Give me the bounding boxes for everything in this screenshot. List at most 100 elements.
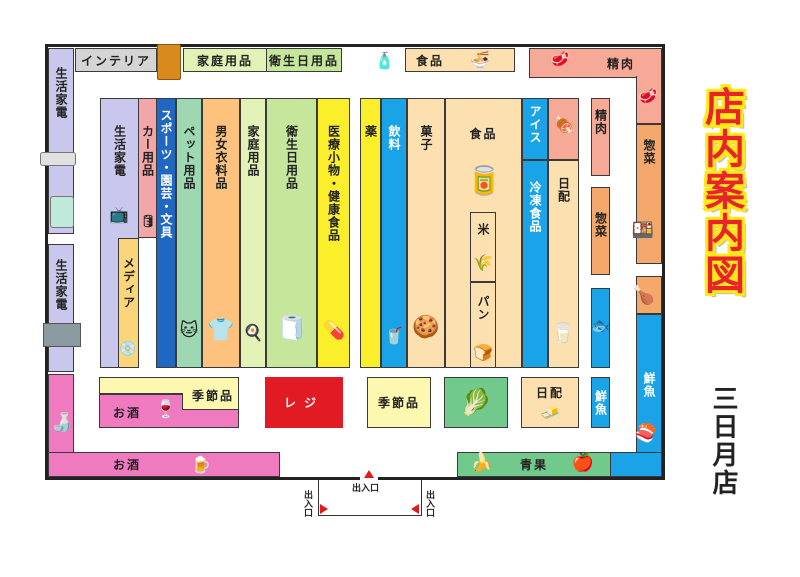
sake-bottles-icon: 🍶 xyxy=(50,411,74,433)
aisle-medicine[interactable]: 薬 xyxy=(360,98,381,368)
entrance-arrow-right-icon xyxy=(320,504,328,514)
aisle-fish-island[interactable] xyxy=(591,288,610,368)
section-label: 惣菜 xyxy=(593,212,608,238)
aisle-frozen-food[interactable]: 冷凍食品 xyxy=(522,160,548,368)
section-label: 菓子 xyxy=(419,125,433,151)
island-fish[interactable]: 鮮魚 xyxy=(591,377,610,428)
entrance-label-main[interactable]: 出入口 xyxy=(352,484,380,494)
ham-sausage-icon: 🍖 xyxy=(554,114,574,134)
island-vegetables[interactable] xyxy=(444,377,508,428)
apple-orange-icon: 🍎 xyxy=(571,451,595,473)
section-label: 生活家電 xyxy=(112,125,127,177)
meat-tray-icon: 🥩 xyxy=(638,86,658,106)
section-fish-right[interactable]: 鮮魚 xyxy=(636,314,662,456)
section-label: 青果 xyxy=(519,458,548,472)
aisle-rice[interactable]: 米 xyxy=(470,212,496,282)
section-label: 男女衣料品 xyxy=(214,125,228,190)
entrance-label-left[interactable]: 出入口 xyxy=(302,490,312,517)
section-label: 日配 xyxy=(535,386,564,400)
section-label: アイス xyxy=(528,105,542,144)
aisle-sports-garden-stationery[interactable]: スポーツ・園芸・文具 xyxy=(156,98,176,368)
seasonal-goods-label: 季節品 xyxy=(192,389,235,403)
section-label: インテリア xyxy=(80,53,151,68)
section-liquor-bottom[interactable]: お酒 xyxy=(48,452,280,477)
wall-bottom-left xyxy=(45,477,360,480)
store-name: 三日月店 xyxy=(708,385,738,497)
aisle-pet-goods[interactable]: ペット用品 xyxy=(176,98,202,368)
beer-cans-icon: 🍺 xyxy=(191,454,211,474)
section-label: 薬 xyxy=(363,125,378,138)
section-label: 食品 xyxy=(416,53,445,68)
register-label: レジ xyxy=(283,396,324,410)
vegetables-icon: 🥬 xyxy=(459,387,493,418)
aisle-medical-health-food[interactable]: 医療小物・健康食品 xyxy=(317,98,350,368)
aisle-household[interactable]: 家庭用品 xyxy=(240,98,266,368)
aisle-meddia[interactable]: メディア xyxy=(118,238,139,368)
section-deli-right-lower[interactable] xyxy=(636,276,662,314)
island-seasonal-area[interactable] xyxy=(100,378,238,394)
section-fish-bottom-corner[interactable] xyxy=(610,452,662,477)
section-label: 季節品 xyxy=(377,396,420,410)
tofu-pack-icon: 🧈 xyxy=(540,402,560,422)
island-seasonal-step-line xyxy=(100,393,183,395)
register[interactable]: レジ xyxy=(265,377,343,428)
aisle-ice-cream[interactable]: アイス xyxy=(522,98,548,160)
section-label: パン xyxy=(476,295,490,321)
section-label: 衛生日用品 xyxy=(268,53,339,68)
aisle-daily-chilled[interactable]: 日配 xyxy=(548,160,579,368)
aisle-hygiene[interactable]: 衛生日用品 xyxy=(266,98,317,368)
television-icon xyxy=(43,323,81,347)
liquor-label: お酒 xyxy=(113,406,142,420)
aisle-beverages[interactable]: 飲料 xyxy=(381,98,407,368)
aisle-clothing[interactable]: 男女衣料品 xyxy=(202,98,240,368)
section-interior[interactable]: インテリア xyxy=(75,48,157,72)
wine-bottle-icon: 🍷 xyxy=(154,398,178,420)
cabinet-icon xyxy=(157,44,181,80)
entrance-arrow-left-icon xyxy=(411,504,419,514)
aisle-deli-island[interactable]: 惣菜 xyxy=(591,187,610,275)
water-bottles-icon: 🥤 xyxy=(384,325,404,345)
section-deli-right[interactable]: 惣菜 xyxy=(636,124,662,264)
section-label: 鮮魚 xyxy=(642,372,656,398)
section-label: カー用品 xyxy=(140,125,155,177)
section-appliances-left-2[interactable]: 生活家電 xyxy=(48,244,74,372)
car-products-icon: 🛢 xyxy=(140,214,156,228)
map-title: 店内案内図 xyxy=(698,86,744,296)
washing-machine-icon xyxy=(50,196,74,228)
section-label: 家庭用品 xyxy=(196,53,253,68)
instant-noodles-icon: 🍜 xyxy=(470,49,490,69)
milk-carton-icon: 🥛 xyxy=(550,320,576,345)
aisle-bread[interactable]: パン xyxy=(470,282,496,368)
aisle-snacks[interactable]: 菓子 xyxy=(407,98,445,368)
snacks-icon: 🍪 xyxy=(412,315,440,340)
section-label: ペット用品 xyxy=(182,125,196,190)
meat-corner xyxy=(636,76,662,124)
aisle-meat-island[interactable]: 精肉 xyxy=(591,98,610,176)
grocery-products-icon: 🥫 xyxy=(466,163,502,197)
wall-bottom-right xyxy=(378,477,665,480)
section-label: 食品 xyxy=(469,127,498,141)
rice-bag-icon: 🌾 xyxy=(473,252,493,272)
section-label: メディア xyxy=(121,257,136,309)
section-produce[interactable]: 青果 xyxy=(457,452,611,477)
kitchenware-icon: 🍳 xyxy=(243,323,263,342)
section-label: スポーツ・園芸・文具 xyxy=(159,109,173,239)
sashimi-icon: 🍣 xyxy=(634,422,658,444)
microwave-icon: 📺 xyxy=(109,204,129,224)
bread-rolls-icon: 🍞 xyxy=(473,342,493,362)
section-label: 精肉 xyxy=(593,109,608,135)
banana-melon-icon: 🍌 xyxy=(470,451,494,473)
section-household-top[interactable]: 家庭用品 xyxy=(183,48,267,72)
section-food-top[interactable]: 食品 xyxy=(405,48,515,72)
section-meat-top[interactable]: 精肉 xyxy=(529,48,662,78)
entrance-label-right[interactable]: 出入口 xyxy=(424,490,434,517)
section-label: 惣菜 xyxy=(642,139,656,165)
section-hygiene-top[interactable]: 衛生日用品 xyxy=(266,48,342,72)
toiletries-icon: 🧻 xyxy=(277,313,307,342)
section-label: 家庭用品 xyxy=(246,125,260,177)
aisle-meat-inner[interactable] xyxy=(548,98,579,160)
section-label: 日配 xyxy=(556,177,571,203)
island-seasonal-goods[interactable]: 季節品 xyxy=(367,377,431,428)
island-daily-chilled[interactable]: 日配 xyxy=(521,377,579,428)
cosmetics-products-icon: 🧴 xyxy=(374,50,395,70)
